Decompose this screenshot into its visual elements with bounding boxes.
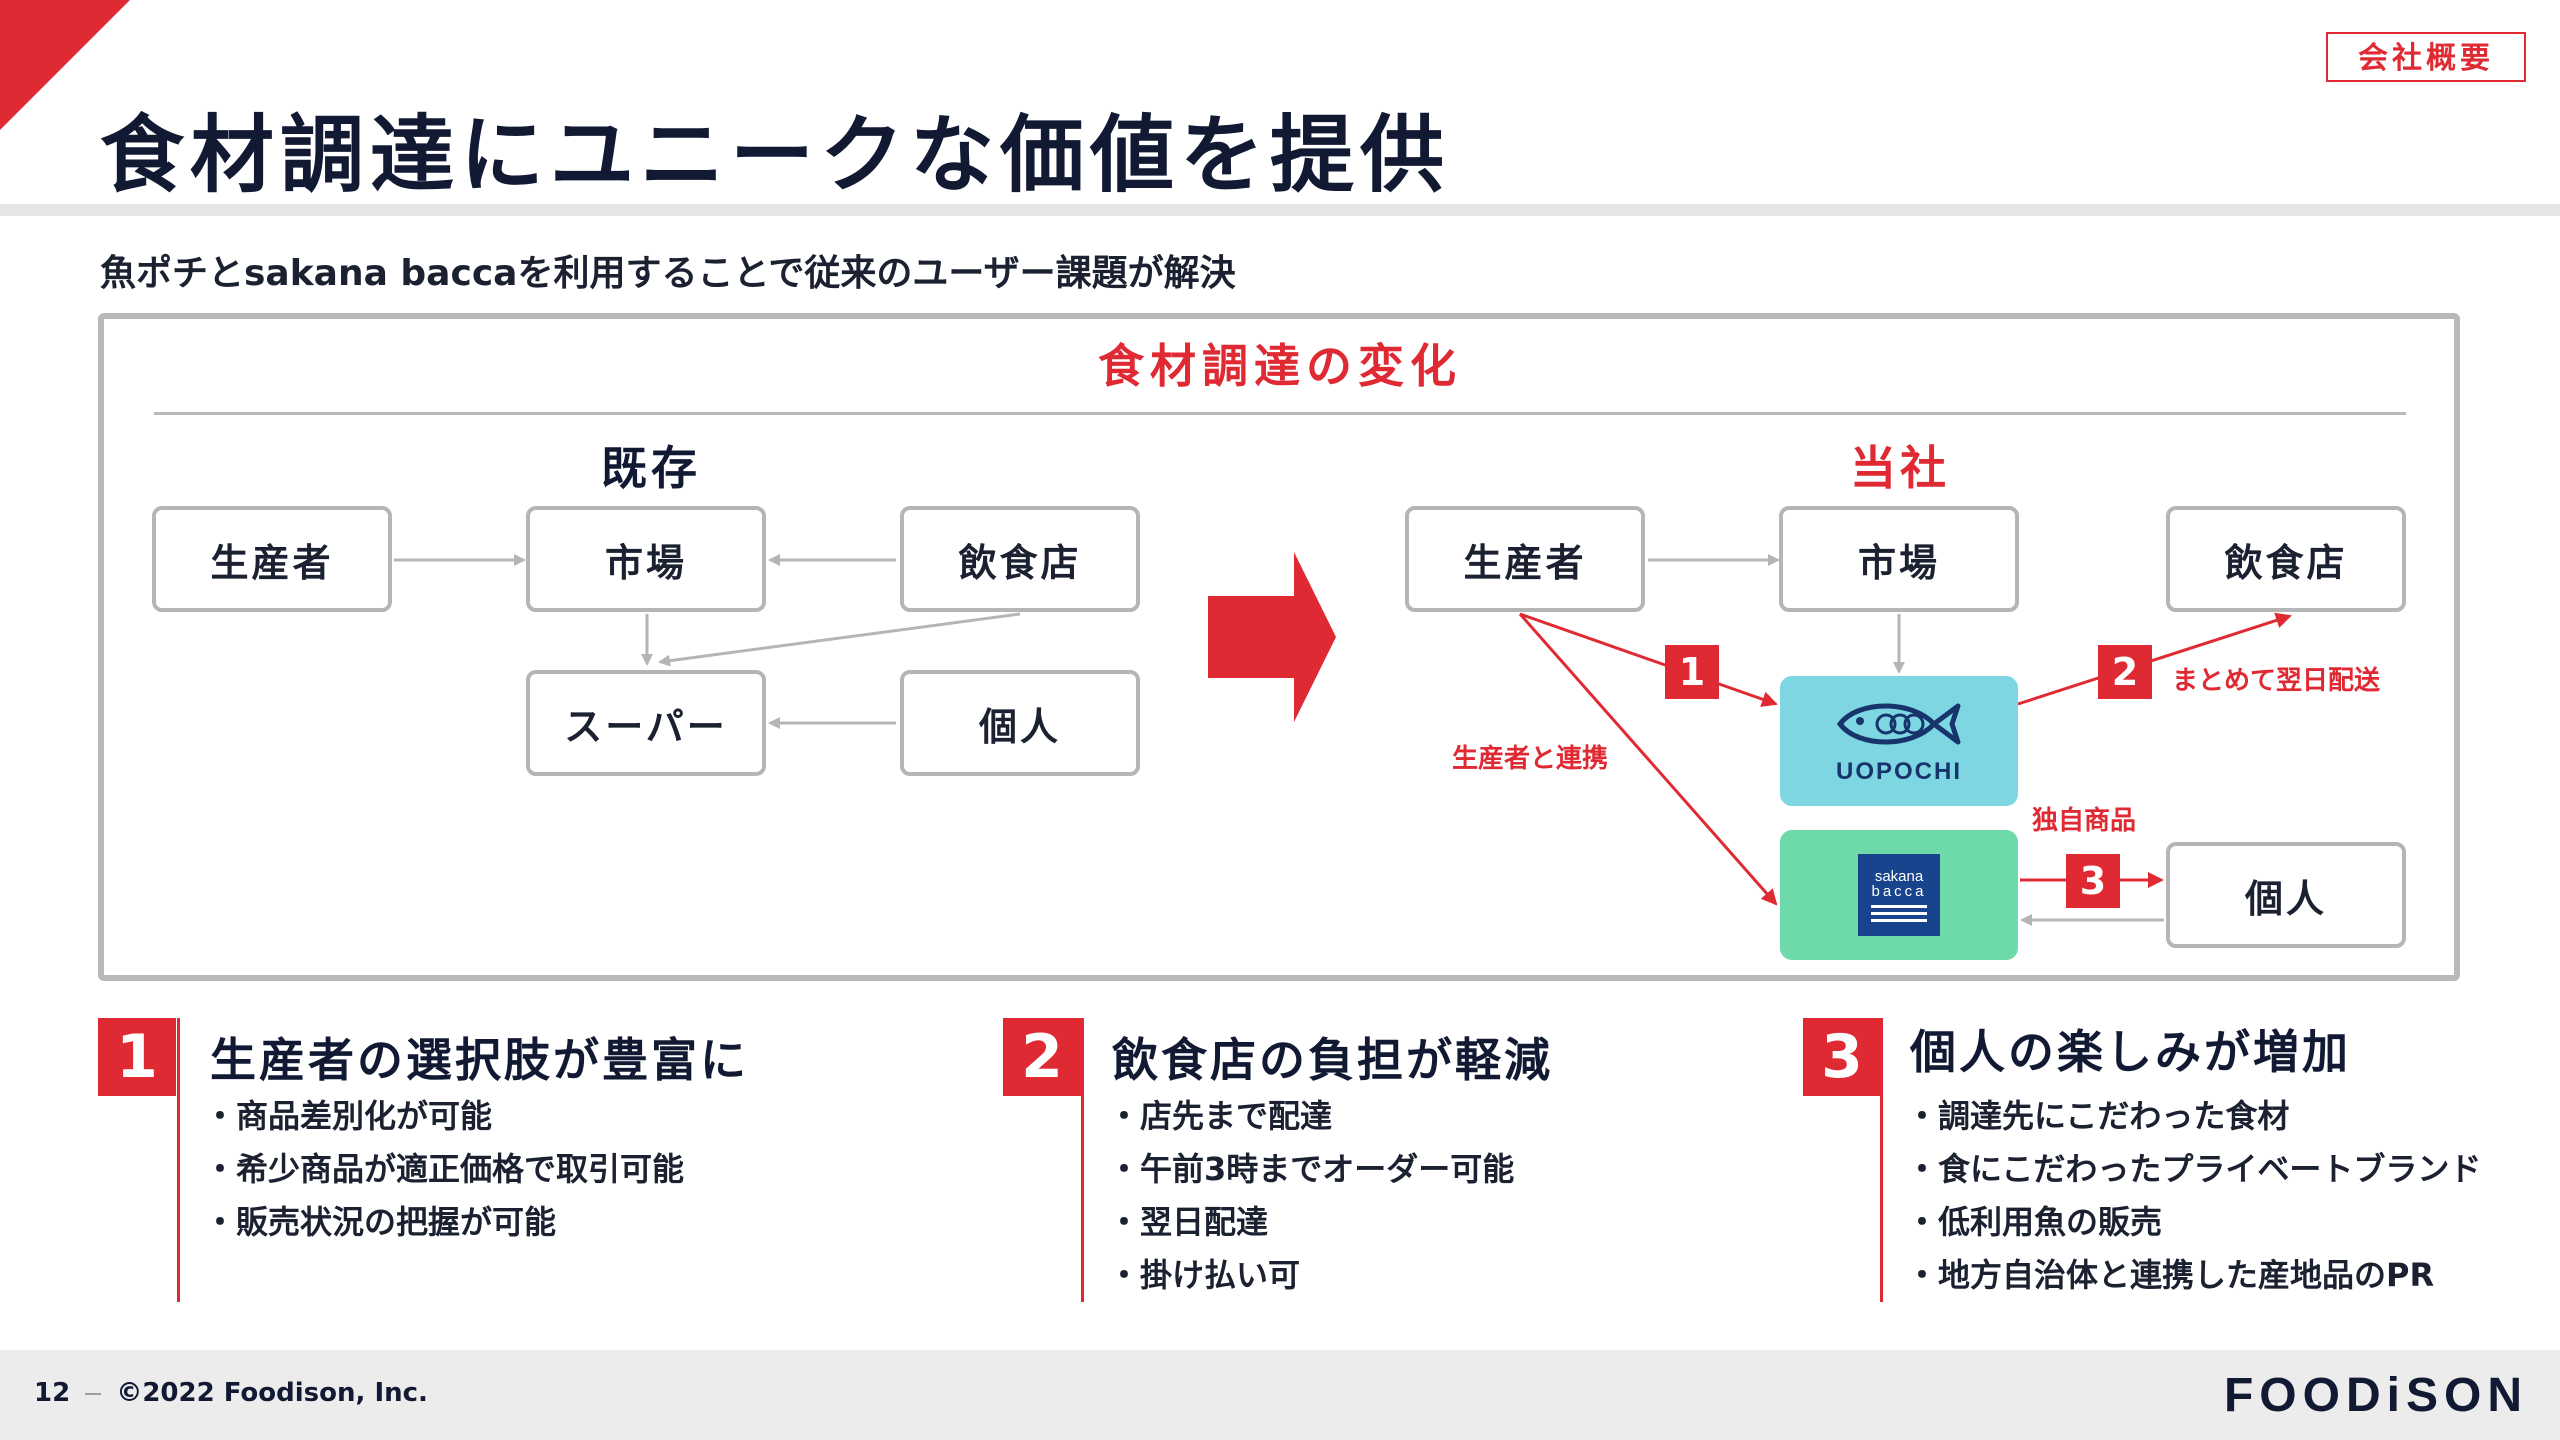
uopochi-wordmark: UOPOCHI [1835,758,1962,785]
ours-node-restaurant: 飲食店 [2166,506,2406,612]
sakana-bacca-logo: sakana bacca [1780,830,2018,960]
benefit-3-rule [1880,1018,1883,1302]
footer-bar [0,1350,2560,1440]
wave-line-icon [1871,918,1927,922]
diagram-title: 食材調達の変化 [1098,339,1462,393]
benefit-2-list: 店先まで配達 午前3時までオーダー可能 翌日配達 掛け払い可 [1108,1090,1514,1302]
diagram-frame [98,313,2460,981]
arrow-producer-to-sakana [1518,613,1778,906]
list-item: 販売状況の把握が可能 [204,1196,684,1249]
ours-node-producer: 生産者 [1405,506,1645,612]
wave-line-icon [1871,911,1927,915]
page-title: 食材調達にユニークな価値を提供 [100,106,1451,204]
benefit-2-rule [1081,1018,1084,1302]
existing-node-supermarket: スーパー [526,670,766,776]
existing-node-producer: 生産者 [152,506,392,612]
ours-node-market: 市場 [1779,506,2019,612]
wave-line-icon [1871,904,1927,908]
section-badge: 会社概要 [2326,32,2526,82]
copyright-text: ©2022 Foodison, Inc. [116,1378,428,1408]
corner-accent [0,0,130,130]
list-item: 調達先にこだわった食材 [1906,1090,2481,1143]
benefit-1-number: 1 [98,1018,176,1096]
benefit-2-heading: 飲食店の負担が軽減 [1112,1033,1553,1087]
list-item: 午前3時までオーダー可能 [1108,1143,1514,1196]
benefit-1-list: 商品差別化が可能 希少商品が適正価格で取引可能 販売状況の把握が可能 [204,1090,684,1249]
benefit-3-heading: 個人の楽しみが増加 [1910,1025,2351,1079]
diagram-divider [154,412,2406,415]
title-divider [0,204,2560,216]
footer-left: 12 ©2022 Foodison, Inc. [34,1378,428,1408]
sakana-bacca-emblem: sakana bacca [1858,854,1940,936]
list-item: 店先まで配達 [1108,1090,1514,1143]
note-original-products: 独自商品 [2032,806,2137,836]
list-item: 希少商品が適正価格で取引可能 [204,1143,684,1196]
note-bulk-delivery: まとめて翌日配送 [2172,666,2381,696]
uopochi-logo: UOPOCHI [1780,676,2018,806]
fish-icon [1836,703,1961,745]
ours-heading: 当社 [1850,441,1950,495]
flow-badge-3: 3 [2066,854,2120,908]
page-number: 12 [34,1378,71,1408]
arrow-uopochi-to-restaurant [2017,612,2292,706]
list-item: 商品差別化が可能 [204,1090,684,1143]
arrow-restaurant-to-supermarket [658,612,1021,667]
existing-heading: 既存 [601,441,701,495]
sakana-wordmark-line2: bacca [1871,882,1927,900]
benefit-3-list: 調達先にこだわった食材 食にこだわったプライベートブランド 低利用魚の販売 地方… [1906,1090,2481,1302]
benefit-2-number: 2 [1003,1018,1081,1096]
existing-node-individual: 個人 [900,670,1140,776]
existing-node-market: 市場 [526,506,766,612]
existing-node-restaurant: 飲食店 [900,506,1140,612]
benefit-3-number: 3 [1803,1018,1881,1096]
list-item: 食にこだわったプライベートブランド [1906,1143,2481,1196]
benefit-1-rule [177,1018,180,1302]
list-item: 低利用魚の販売 [1906,1196,2481,1249]
list-item: 地方自治体と連携した産地品のPR [1906,1249,2481,1302]
list-item: 掛け払い可 [1108,1249,1514,1302]
flow-badge-1: 1 [1665,645,1719,699]
list-item: 翌日配達 [1108,1196,1514,1249]
arrow-producer-to-uopochi [1519,612,1778,707]
page-subtitle: 魚ポチとsakana baccaを利用することで従来のユーザー課題が解決 [100,253,1236,294]
ours-node-individual: 個人 [2166,842,2406,948]
transition-arrow [1208,552,1336,722]
note-producer-link: 生産者と連携 [1452,744,1609,774]
footer-separator [85,1392,102,1395]
flow-badge-2: 2 [2098,645,2152,699]
benefit-1-heading: 生産者の選択肢が豊富に [210,1033,749,1087]
sakana-wordmark-line1: sakana [1874,867,1924,885]
brand-logo: FOODiSON [2223,1369,2528,1422]
